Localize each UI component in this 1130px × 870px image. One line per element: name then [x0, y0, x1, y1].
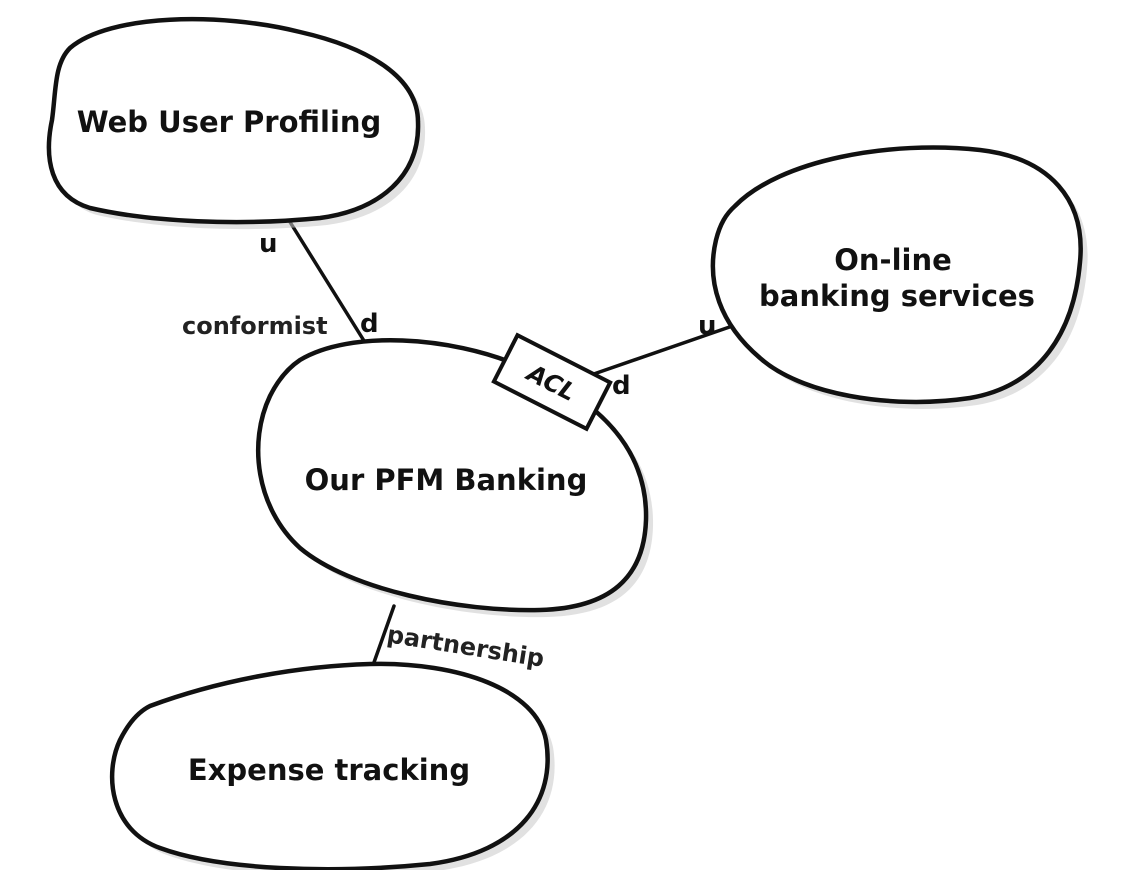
acl-link	[586, 320, 746, 378]
online-banking-label-line2: banking services	[759, 279, 1035, 313]
partnership-link	[370, 604, 396, 670]
online-banking-upstream-marker: u	[698, 311, 717, 341]
conformist-label: conformist	[182, 312, 328, 340]
context-online-banking-services: On-line banking services	[710, 145, 1088, 409]
context-expense-tracking: Expense tracking	[109, 661, 555, 870]
online-banking-services-shape	[710, 145, 1083, 405]
acl-translator: ACL	[491, 332, 613, 432]
pfm-downstream-marker-acl: d	[612, 371, 631, 401]
context-web-user-profiling: Web User Profiling	[46, 16, 426, 230]
web-user-profiling-shape	[46, 16, 421, 225]
expense-tracking-label: Expense tracking	[188, 753, 470, 787]
acl-box	[491, 332, 613, 432]
our-pfm-banking-label: Our PFM Banking	[305, 463, 588, 497]
expense-tracking-shape	[109, 661, 550, 870]
online-banking-label-line1: On-line	[834, 243, 952, 277]
pfm-downstream-marker-conformist: d	[360, 309, 379, 339]
web-profiling-upstream-marker: u	[259, 229, 278, 259]
web-user-profiling-label: Web User Profiling	[77, 105, 382, 139]
conformist-link	[288, 220, 368, 346]
